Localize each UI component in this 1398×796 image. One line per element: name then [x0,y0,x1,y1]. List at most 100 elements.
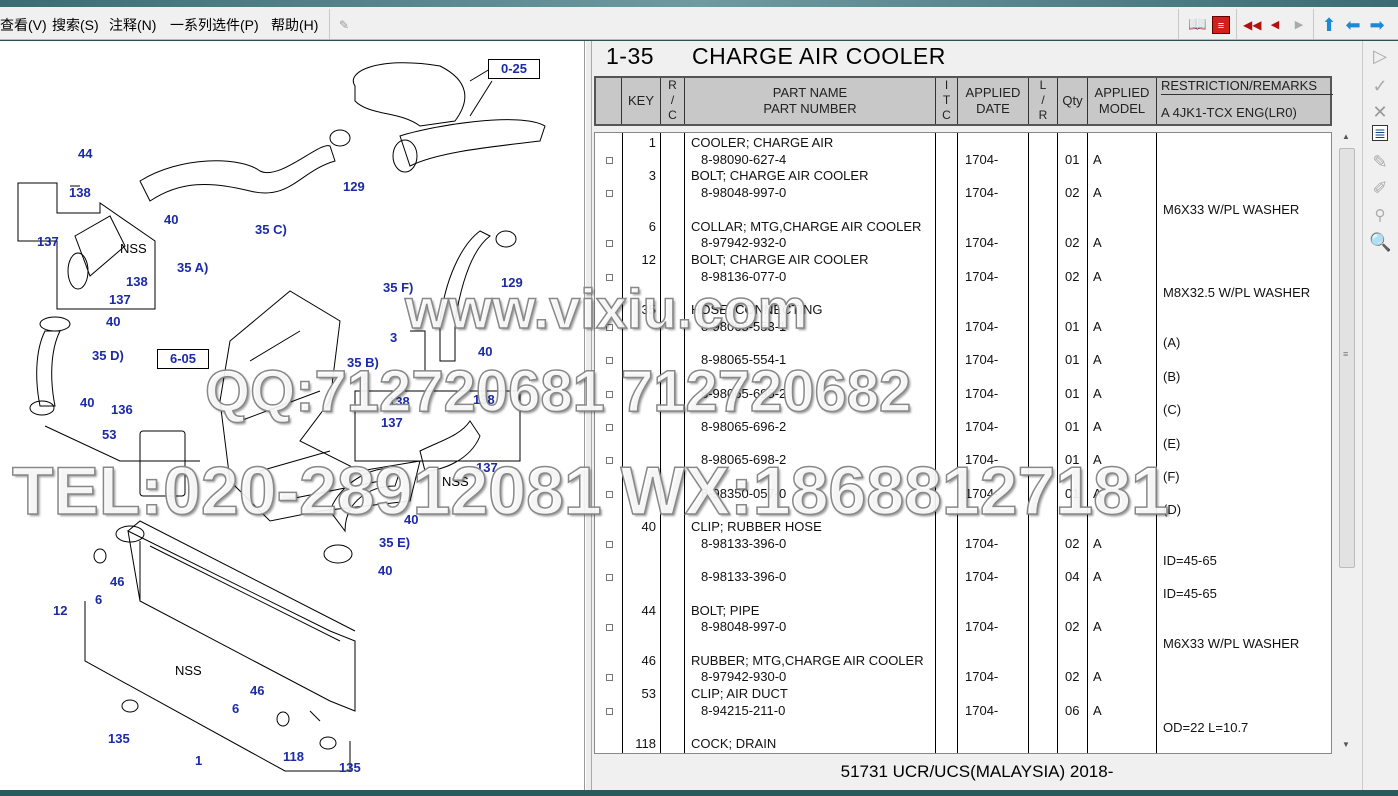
callout[interactable]: 138 [69,185,91,200]
callout[interactable]: 53 [102,427,117,442]
pane-splitter[interactable] [585,41,592,790]
row-checkbox[interactable] [606,457,613,465]
callout[interactable]: 138 [126,274,148,289]
row-checkbox[interactable] [606,156,613,164]
callout[interactable]: 12 [53,603,68,618]
callout[interactable]: 136 [111,402,133,417]
part-number[interactable]: 8-98048-997-0 [701,619,787,635]
callout[interactable]: 35 A) [177,260,209,275]
applied-date: 1704- [965,452,999,468]
previous-page-icon[interactable]: ◀ [1270,19,1280,31]
row-checkbox[interactable] [606,574,613,582]
menu-notes[interactable]: 注释(N) [109,17,157,33]
callout[interactable]: 135 [339,760,361,775]
row-checkbox[interactable] [606,674,613,682]
callout[interactable]: 6 [232,701,240,716]
callout[interactable]: 40 [478,344,493,359]
scroll-thumb[interactable]: ≡ [1339,148,1355,568]
pin-icon[interactable]: ✎ [1372,152,1388,172]
applied-date: 1704- [965,185,999,201]
callout[interactable]: 135 [108,731,130,746]
callout[interactable]: 44 [78,146,93,161]
callout[interactable]: 40 [378,563,393,578]
callout[interactable]: 35 D) [92,348,124,363]
callout[interactable]: 40 [106,314,121,329]
callout[interactable]: 137 [381,415,403,430]
callout[interactable]: 40 [80,395,95,410]
callout[interactable]: 40 [164,212,179,227]
callout[interactable]: 138 [388,394,410,409]
callout[interactable]: 40 [404,512,419,527]
part-number[interactable]: 8-98133-396-0 [701,569,787,585]
part-number[interactable]: 8-98065-698-2 [701,452,787,468]
part-number[interactable]: 8-97942-932-0 [701,235,787,251]
scroll-down-icon[interactable]: ▼ [1342,740,1350,749]
callout[interactable]: 137 [37,234,59,249]
book-icon[interactable]: 📖 [1188,16,1207,33]
parts-diagram[interactable]: 0-25 6-05 44 138 137 138 137 40 35 C) 12… [0,41,585,790]
callout[interactable]: 35 E) [379,535,411,550]
row-checkbox[interactable] [606,323,613,331]
menu-view[interactable]: 查看(V) [0,17,47,33]
qty: 02 [1065,535,1080,551]
ref-box[interactable]: 6-05 [157,349,209,369]
callout[interactable]: 6 [95,592,103,607]
part-number[interactable]: 8-98065-696-2 [701,418,787,434]
pin-icon[interactable]: ✎ [338,18,350,32]
row-checkbox[interactable] [606,240,613,248]
binoculars-icon[interactable]: ⚲ [1374,207,1386,224]
menu-help[interactable]: 帮助(H) [271,17,319,33]
scroll-up-icon[interactable]: ▲ [1342,132,1350,141]
callout[interactable]: 35 F) [383,280,414,295]
part-number[interactable]: 8-98065-695-2 [701,385,787,401]
callout[interactable]: 138 [473,392,495,407]
part-number[interactable]: 8-98090-627-4 [701,151,787,167]
check-icon[interactable]: ✓ [1372,76,1388,96]
callout[interactable]: 118 [283,749,304,764]
row-checkbox[interactable] [606,390,613,398]
part-number[interactable]: 8-98136-077-0 [701,268,787,284]
callout[interactable]: 46 [250,683,265,698]
row-checkbox[interactable] [606,423,613,431]
callout[interactable]: 137 [476,460,498,475]
part-number[interactable]: 8-98065-553-1 [701,318,787,334]
callout[interactable]: 3 [390,330,398,345]
callout[interactable]: 46 [110,574,125,589]
callout[interactable]: 129 [501,275,523,290]
part-number[interactable]: 8-98350-057-0 [701,485,787,501]
callout[interactable]: 35 C) [255,222,287,237]
row-checkbox[interactable] [606,190,613,198]
callout[interactable]: 35 B) [347,355,379,370]
first-page-icon[interactable]: ◀◀ [1243,18,1262,32]
play-icon[interactable]: ▷ [1373,46,1387,66]
magnifier-icon[interactable]: 🔍 [1369,232,1392,252]
part-number[interactable]: 8-94215-211-0 [701,702,786,718]
part-number[interactable]: 8-98133-396-0 [701,535,787,551]
menu-search[interactable]: 搜索(S) [52,17,99,33]
qty: 04 [1065,569,1080,585]
vertical-scrollbar[interactable]: ▲ ≡ ▼ [1338,132,1356,754]
part-number[interactable]: 8-97942-930-0 [701,669,787,685]
row-checkbox[interactable] [606,357,613,365]
part-number[interactable]: 8-98048-997-0 [701,185,787,201]
callout[interactable]: 129 [343,179,365,194]
row-checkbox[interactable] [606,490,613,498]
row-checkbox[interactable] [606,707,613,715]
up-arrow-icon[interactable]: ⬆ [1321,15,1337,35]
row-checkbox[interactable] [606,540,613,548]
row-checkbox[interactable] [606,624,613,632]
next-page-icon[interactable]: ▶ [1294,19,1304,31]
document-list-icon[interactable]: ≡ [1212,16,1230,34]
callout[interactable]: 1 [195,753,203,768]
part-number[interactable]: 8-98065-554-1 [701,352,787,368]
back-arrow-icon[interactable]: ⬅ [1345,15,1361,35]
ref-box[interactable]: 0-25 [488,59,540,79]
close-icon[interactable]: ✕ [1372,102,1388,122]
unpin-icon[interactable]: ✐ [1372,178,1388,198]
row-checkbox[interactable] [606,273,613,281]
list-icon[interactable]: ≣ [1372,125,1388,141]
callout[interactable]: 137 [109,292,131,307]
forward-arrow-icon[interactable]: ➡ [1369,15,1385,35]
qty: 02 [1065,268,1080,284]
menu-series-options[interactable]: 一系列选件(P) [170,17,259,33]
